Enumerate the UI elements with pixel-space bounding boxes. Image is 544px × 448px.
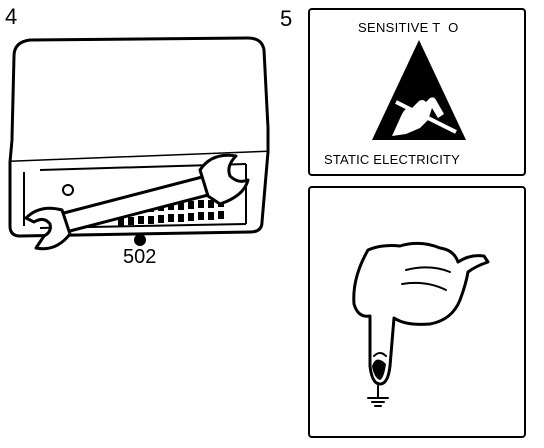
finger-ground-icon <box>352 241 490 386</box>
esd-warning-panel: SENSITIVE T O STATIC ELECTRICITY <box>308 8 526 176</box>
esd-warning-icon <box>372 40 466 140</box>
figure-5-number: 5 <box>280 6 293 31</box>
grounding-panel <box>308 186 526 438</box>
figure-4-number: 4 <box>5 4 18 29</box>
ground-symbol-icon <box>367 385 389 407</box>
part-number-label: 502 <box>123 246 157 268</box>
wrench-icon <box>24 153 250 251</box>
esd-warning-bottom-text: STATIC ELECTRICITY <box>324 152 461 167</box>
esd-warning-top-text: SENSITIVE T O <box>358 20 459 35</box>
